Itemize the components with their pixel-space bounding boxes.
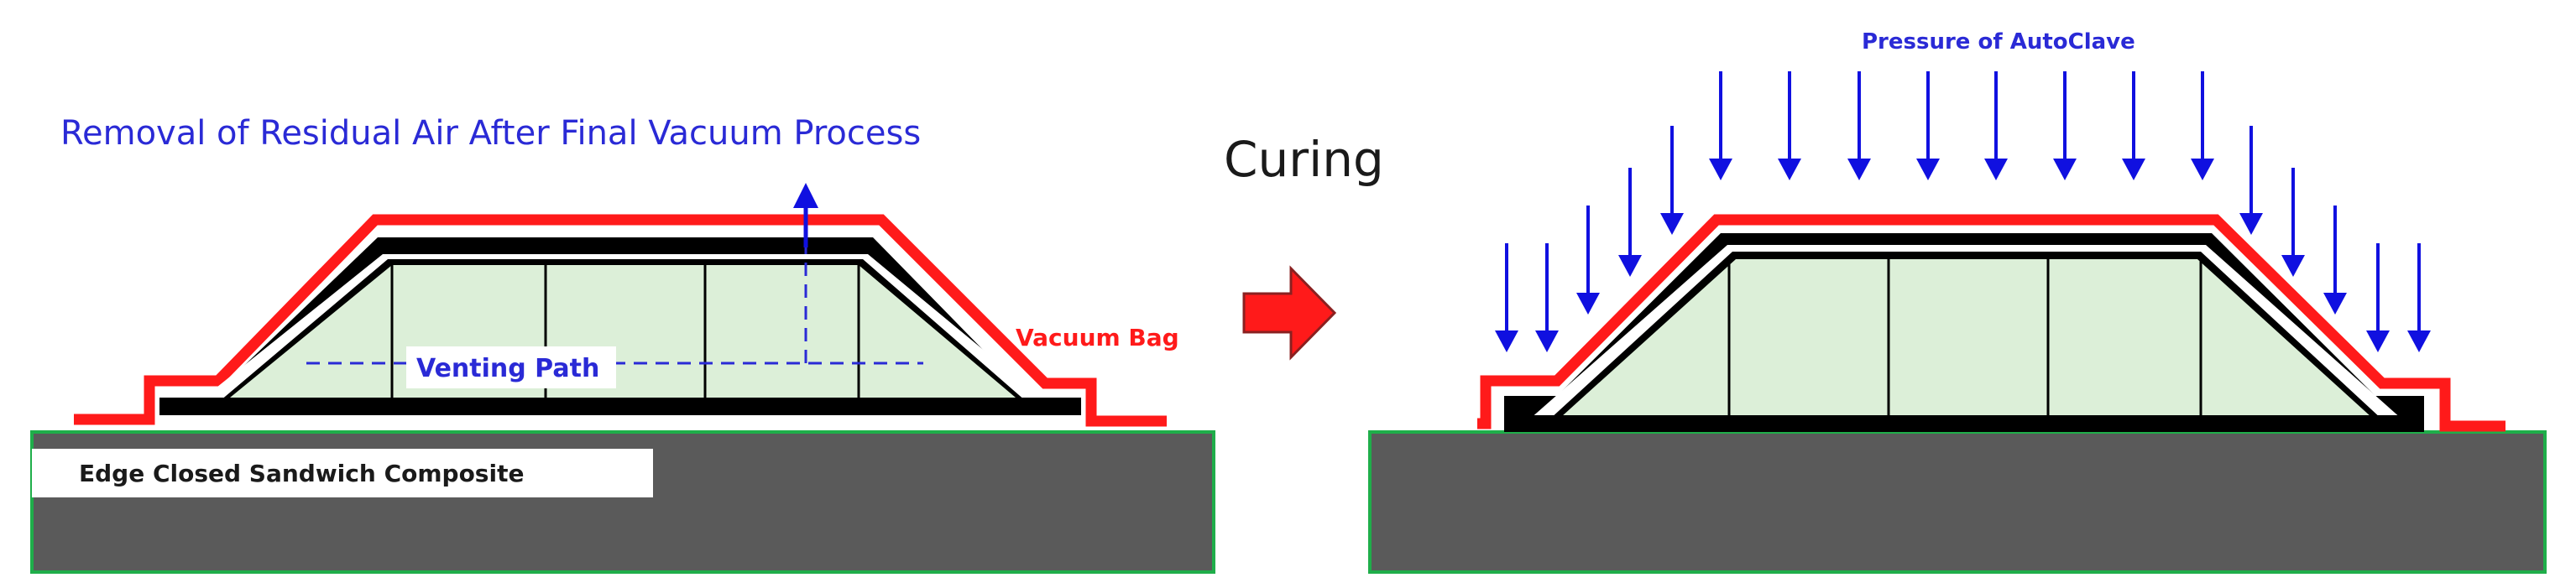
down-arrow-icon: [1618, 168, 1642, 277]
down-arrow-icon: [1709, 71, 1732, 180]
removal-title: Removal of Residual Air After Final Vacu…: [60, 114, 921, 153]
right-arrow-icon: [1242, 265, 1337, 361]
down-arrow-icon: [2366, 243, 2390, 352]
left-bottom-skin: [159, 398, 1081, 406]
right-bottom-skin: [1504, 415, 2424, 425]
down-arrow-icon: [1576, 206, 1600, 315]
right-sandwich-core: [1561, 259, 2371, 417]
down-arrow-icon: [2407, 243, 2431, 352]
down-arrow-icon: [2281, 168, 2305, 277]
right-tool-plate: [1368, 430, 2547, 574]
down-arrow-icon: [1984, 71, 2008, 180]
down-arrow-icon: [1778, 71, 1801, 180]
vacuum-bag-label: Vacuum Bag: [1016, 324, 1179, 351]
down-arrow-icon: [2323, 206, 2347, 315]
up-arrow-icon: [793, 183, 818, 247]
curing-label: Curing: [1224, 131, 1384, 188]
down-arrow-icon: [1847, 71, 1871, 180]
down-arrow-icon: [1495, 243, 1518, 352]
down-arrow-icon: [2239, 126, 2263, 235]
venting-path-label-bg: [406, 346, 616, 388]
left-panel: Venting Path Removal of Residual Air Aft…: [30, 114, 1215, 574]
pressure-arrows: [1495, 71, 2431, 352]
down-arrow-icon: [1535, 243, 1559, 352]
middle-section: Curing: [1224, 131, 1384, 361]
right-vacuum-bag: [1477, 214, 2505, 432]
venting-path-label: Venting Path: [416, 354, 599, 383]
down-arrow-icon: [2122, 71, 2145, 180]
left-vacuum-bag: [74, 214, 1167, 427]
edge-closed-label: Edge Closed Sandwich Composite: [79, 460, 524, 487]
down-arrow-icon: [2053, 71, 2077, 180]
down-arrow-icon: [1660, 126, 1684, 235]
edge-closed-label-bg: [32, 449, 653, 497]
pressure-label: Pressure of AutoClave: [1862, 29, 2135, 55]
right-panel: Pressure of AutoClave: [1368, 29, 2547, 574]
down-arrow-icon: [1916, 71, 1940, 180]
down-arrow-icon: [2191, 71, 2214, 180]
